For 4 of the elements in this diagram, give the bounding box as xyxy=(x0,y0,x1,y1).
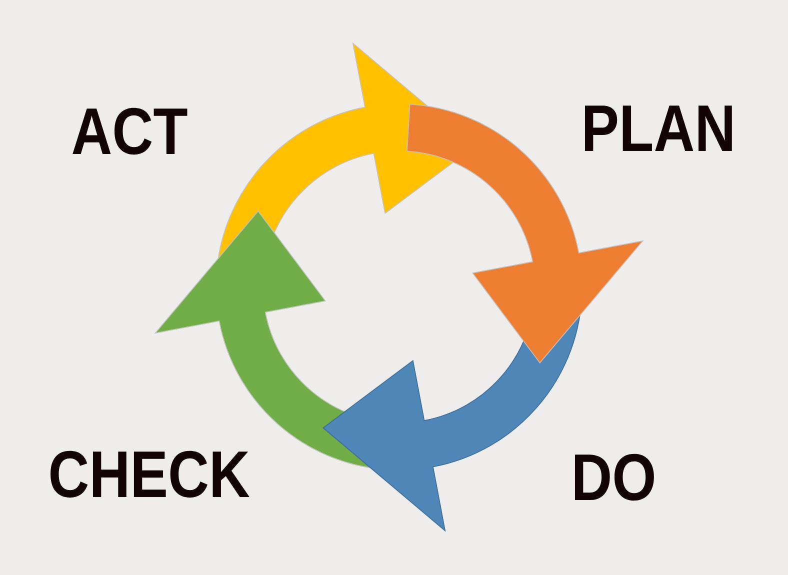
stage-label: DO xyxy=(575,454,654,501)
stage-label: CHECK xyxy=(50,450,250,498)
stage-label: ACT xyxy=(72,108,188,155)
stage-label: PLAN xyxy=(585,106,732,151)
